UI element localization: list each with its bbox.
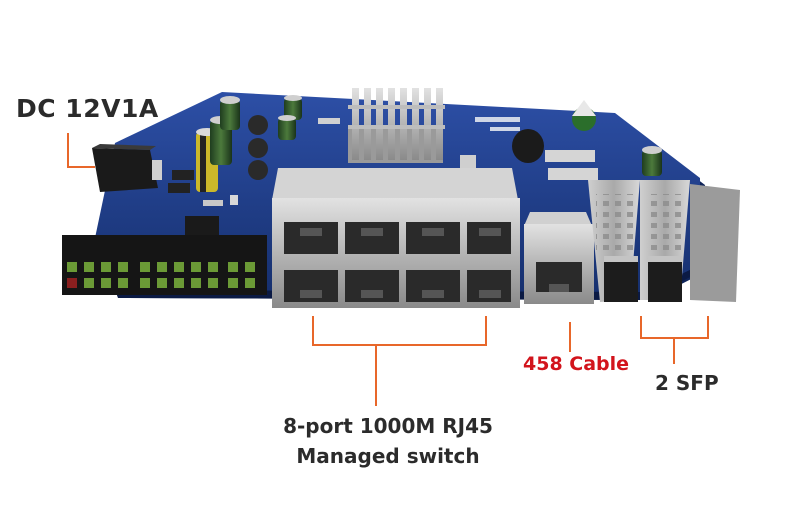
rj45-label-line-1: 8-port 1000M RJ45: [283, 414, 493, 438]
led-indicators: [62, 235, 267, 295]
capacitors: [196, 95, 662, 192]
callout-rj45: [312, 316, 487, 346]
rj45-label: 8-port 1000M RJ45 Managed switch: [268, 411, 508, 471]
console-port: [524, 212, 594, 304]
board-components: [168, 100, 598, 236]
cable-label: 458 Cable: [523, 353, 630, 375]
rj45-label-line-2: Managed switch: [296, 444, 480, 468]
rj45-ports-bottom-row: [284, 270, 511, 302]
power-label: DC 12V1A: [16, 94, 159, 123]
callout-power: [67, 133, 95, 168]
sfp-label: 2 SFP: [655, 371, 719, 395]
rj45-port-block: [272, 168, 520, 308]
heatsink: [348, 88, 445, 163]
dc-power-jack: [92, 144, 162, 192]
callout-lines: [67, 133, 709, 406]
rj45-ports-top-row: [284, 222, 511, 254]
callout-sfp: [640, 316, 709, 339]
sfp-cages: [588, 180, 740, 302]
